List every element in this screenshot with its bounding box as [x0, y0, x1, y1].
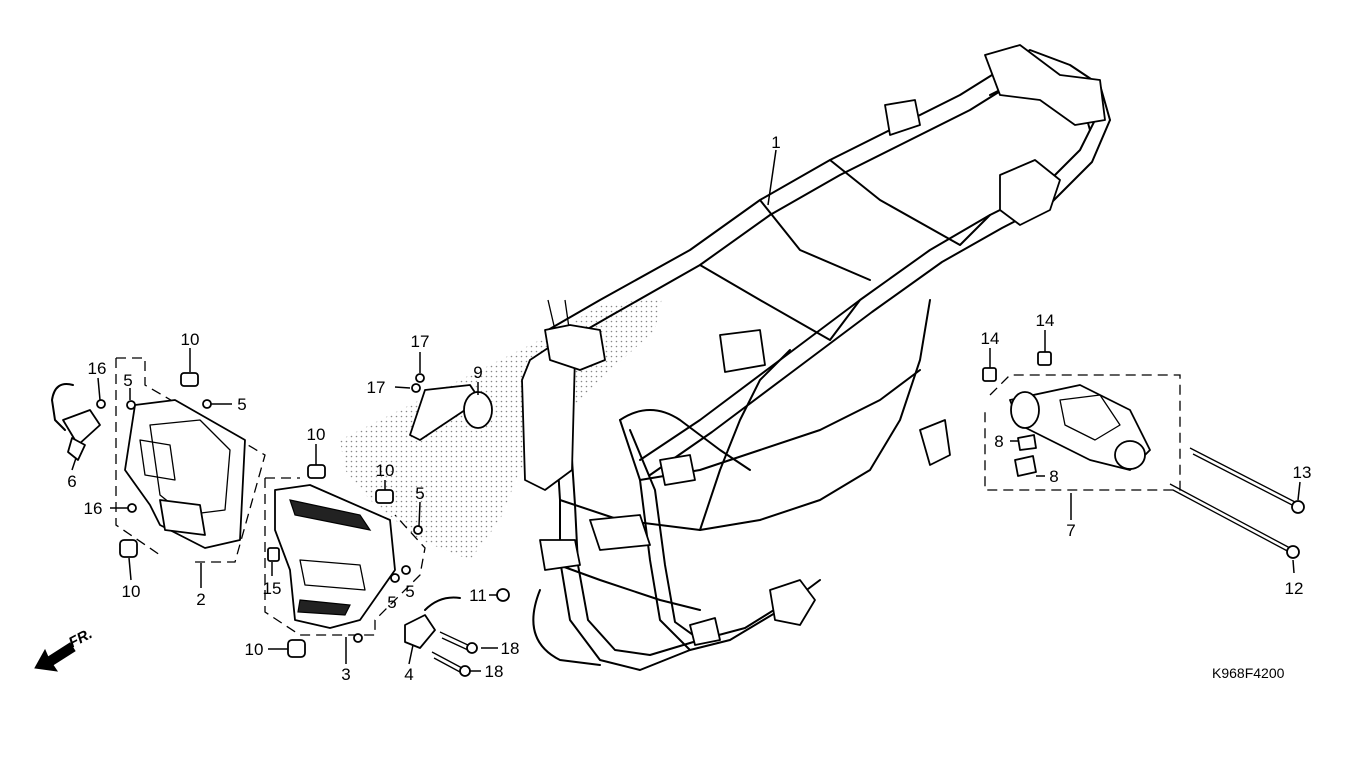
engine-hanger[interactable]	[984, 374, 1181, 491]
callout-2: 2	[196, 590, 205, 609]
callout-5-b: 5	[237, 395, 246, 414]
callout-11: 11	[469, 586, 487, 605]
callout-6: 6	[67, 472, 76, 491]
callout-10-c: 10	[376, 461, 395, 480]
callout-9: 9	[473, 363, 482, 382]
callout-17-a: 17	[411, 332, 430, 351]
right-cover-bracket[interactable]	[264, 477, 426, 636]
callout-10-e: 10	[245, 640, 264, 659]
stay[interactable]	[404, 596, 461, 649]
callout-16-a: 16	[88, 359, 107, 378]
callout-5-a: 5	[123, 371, 132, 390]
callout-10-a: 10	[181, 330, 200, 349]
callout-14-b: 14	[1036, 311, 1055, 330]
callout-15: 15	[263, 579, 282, 598]
fasteners[interactable]	[96, 351, 1052, 643]
frame-body[interactable]	[521, 44, 1111, 671]
head-stay[interactable]	[409, 384, 493, 441]
callout-3: 3	[341, 665, 350, 684]
callout-18-a: 18	[501, 639, 520, 658]
harness-clamp[interactable]	[51, 383, 101, 461]
callout-10-b: 10	[307, 425, 326, 444]
callout-4: 4	[404, 665, 413, 684]
callout-5-d: 5	[387, 593, 396, 612]
callout-8-a: 8	[994, 432, 1003, 451]
callout-8-b: 8	[1049, 467, 1058, 486]
callout-12: 12	[1285, 579, 1304, 598]
callout-5-e: 5	[405, 582, 414, 601]
callout-labels: 1 2 3 4 5 5 5 5 5 6 7 8 8 9 10 10 10 10 …	[67, 133, 1311, 684]
callout-5-c: 5	[415, 484, 424, 503]
callout-18-b: 18	[485, 662, 504, 681]
leader-lines	[71, 149, 1301, 672]
callout-1: 1	[771, 133, 780, 152]
callout-10-d: 10	[122, 582, 141, 601]
left-cover-bracket[interactable]	[115, 357, 266, 563]
callout-13: 13	[1293, 463, 1312, 482]
callout-16-b: 16	[84, 499, 103, 518]
long-bolts[interactable]	[431, 447, 1305, 677]
callout-14-a: 14	[981, 329, 1000, 348]
diagram-code: K968F4200	[1212, 665, 1285, 681]
callout-7: 7	[1066, 521, 1075, 540]
front-direction-arrow: FR.	[34, 625, 95, 672]
callout-17-b: 17	[367, 378, 386, 397]
